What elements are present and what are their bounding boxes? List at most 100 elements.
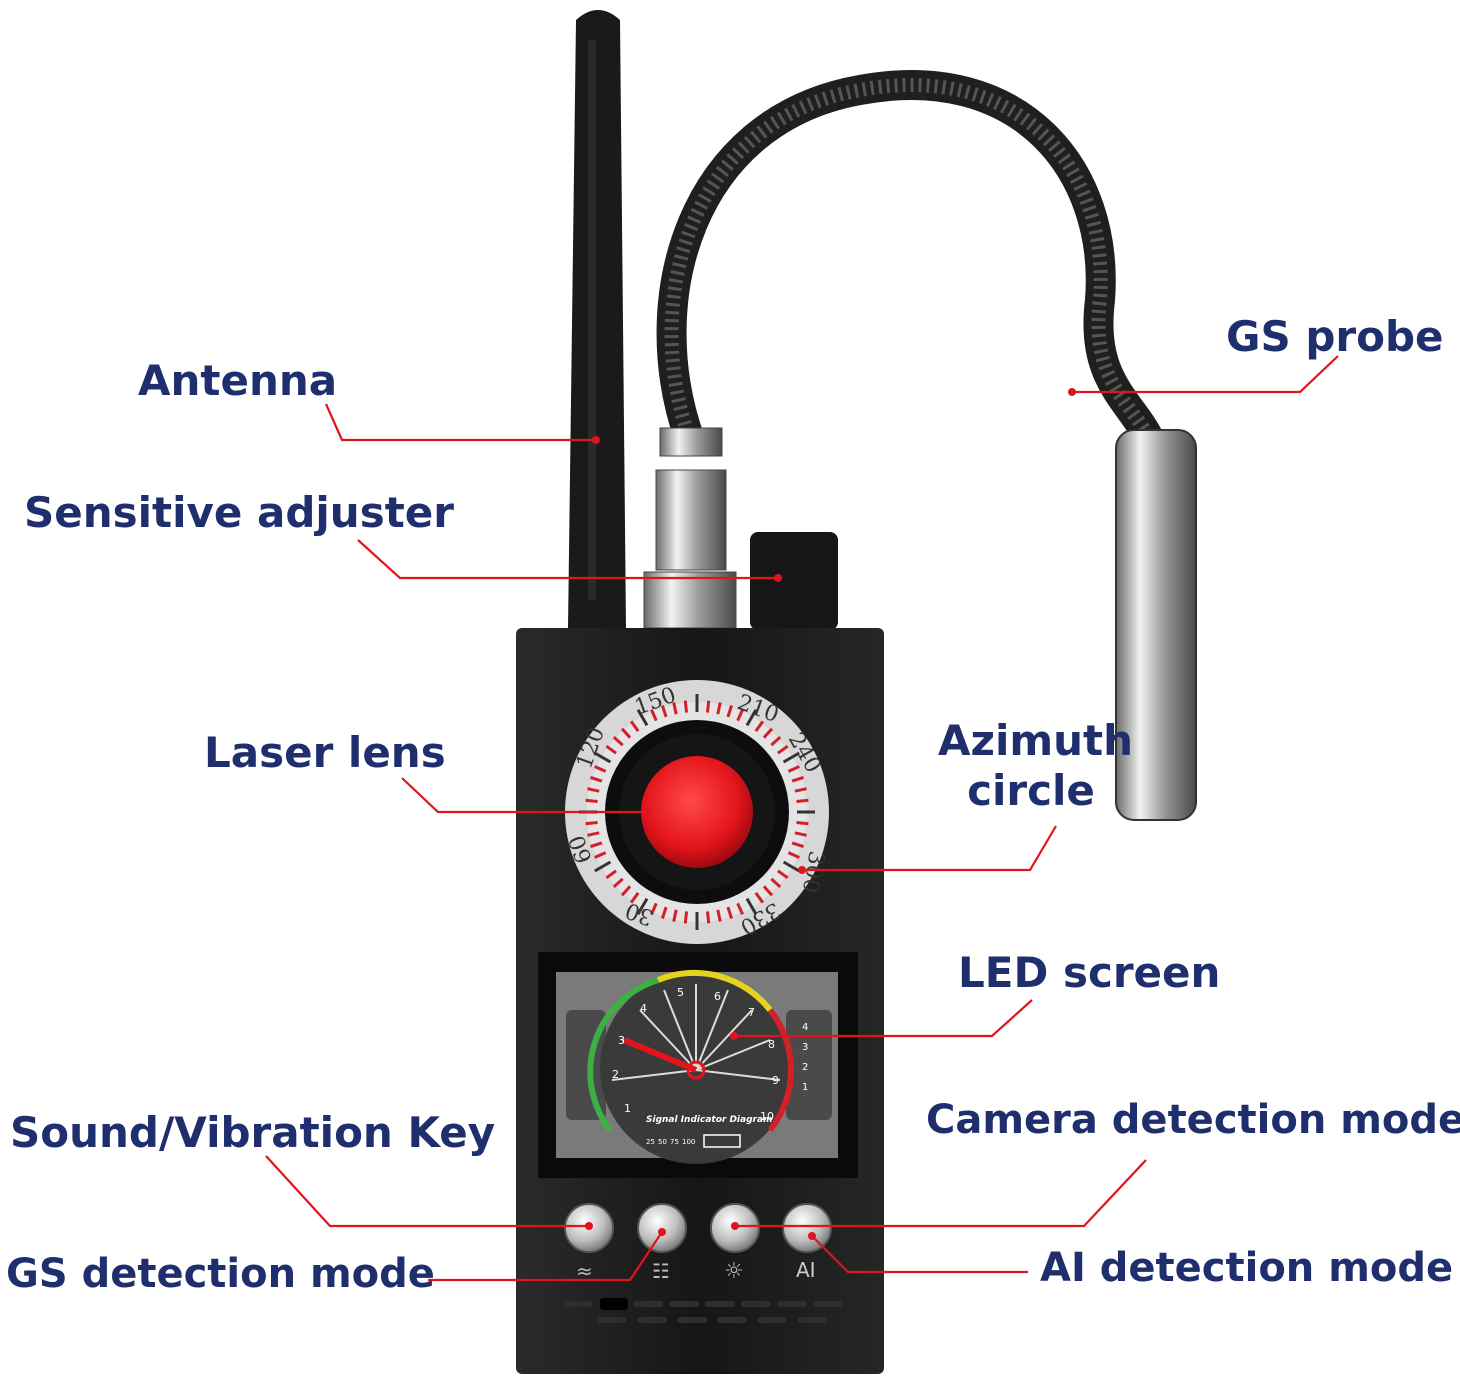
azimuth-tick — [620, 885, 632, 897]
azimuth-tick — [587, 787, 600, 793]
led-screen-label: LED screen — [958, 948, 1221, 997]
azimuth-circle: 150 210 240 120 60 300 30 330 — [565, 680, 829, 944]
diagram-title: Signal Indicator Diagram — [646, 1115, 772, 1125]
azimuth-tick — [590, 775, 603, 783]
azimuth-tick — [612, 877, 624, 889]
gauge-number: 8 — [768, 1038, 775, 1051]
azimuth-tick — [736, 902, 744, 915]
laser-lens-leader — [401, 777, 646, 814]
gauge-needle — [622, 1037, 698, 1073]
connector — [643, 427, 737, 629]
azimuth-tick — [770, 735, 782, 747]
sun-icon: ☼ — [724, 1259, 744, 1284]
laser-lens — [641, 756, 753, 868]
gs-probe — [656, 70, 1197, 821]
azimuth-tick — [629, 720, 640, 732]
bar-level: 4 — [802, 1022, 808, 1033]
azimuth-line-2: circle — [967, 766, 1095, 816]
azimuth-tick — [796, 820, 809, 826]
gauge-number: 10 — [760, 1110, 774, 1123]
azimuth-tick — [787, 765, 800, 773]
azimuth-tick — [745, 709, 758, 727]
azimuth-tick — [762, 727, 774, 739]
azimuth-tick — [791, 775, 804, 783]
laser-lens-label: Laser lens — [204, 728, 446, 777]
scale-value: 75 — [670, 1138, 679, 1146]
azimuth-tick — [787, 851, 800, 859]
bar-level: 3 — [802, 1042, 808, 1053]
azimuth-tick — [705, 911, 711, 924]
antenna-label: Antenna — [138, 356, 338, 405]
azimuth-tick — [683, 700, 689, 713]
azimuth-tick — [636, 709, 649, 727]
gauge-number: 3 — [618, 1034, 625, 1047]
azimuth-tick — [716, 702, 722, 715]
sound-vibration-leader — [265, 1155, 589, 1228]
azimuth-circle-label: Azimuth circle — [938, 716, 1133, 817]
azimuth-tick — [585, 798, 598, 804]
azimuth-tick — [650, 902, 658, 915]
azimuth-tick — [782, 860, 800, 873]
azimuth-tick — [745, 897, 758, 915]
azimuth-line-1: Azimuth — [938, 716, 1133, 765]
azimuth-tick — [594, 765, 607, 773]
gauge-number: 7 — [748, 1006, 755, 1019]
azimuth-tick — [660, 705, 668, 718]
speaker-grille — [563, 1301, 843, 1323]
gauge-number: 6 — [714, 990, 721, 1003]
gs-probe-leader — [1072, 355, 1339, 394]
camera-detection-leader — [735, 1159, 1147, 1228]
scale-value: 25 — [646, 1138, 655, 1146]
ai-detection-button[interactable] — [782, 1203, 832, 1253]
ai-detection-leader — [811, 1235, 1028, 1274]
azimuth-tick — [605, 869, 617, 880]
azimuth-tick — [636, 897, 649, 915]
led-screen: 1 2 3 4 5 6 7 8 9 10 Signal Indicator Di… — [538, 952, 858, 1178]
charge-port — [600, 1298, 628, 1310]
gauge-number: 9 — [772, 1074, 779, 1087]
sound-vibration-label: Sound/Vibration Key — [10, 1108, 496, 1157]
sensitive-adjuster-leader — [357, 539, 778, 580]
leader-lines — [265, 355, 1339, 1282]
adjuster-knob[interactable] — [750, 532, 838, 630]
azimuth-tick — [770, 877, 782, 889]
ai-button-label: AI — [796, 1258, 816, 1282]
azimuth-tick — [705, 700, 711, 713]
azimuth-tick — [672, 702, 678, 715]
azimuth-tick — [612, 735, 624, 747]
gauge-number: 1 — [624, 1102, 631, 1115]
azimuth-tick — [672, 909, 678, 922]
gauge-number: 4 — [640, 1002, 647, 1015]
azimuth-leader — [802, 825, 1057, 872]
azimuth-tick — [754, 720, 765, 732]
camera-detection-label: Camera detection mode — [926, 1097, 1460, 1143]
azimuth-tick — [594, 751, 612, 764]
azimuth-tick — [777, 869, 789, 880]
azimuth-tick — [782, 751, 800, 764]
azimuth-tick — [683, 911, 689, 924]
buttons-row: ≈ ☷ ☼ AI — [564, 1203, 832, 1284]
gauge-number: 5 — [677, 986, 684, 999]
bar-level: 2 — [802, 1062, 808, 1073]
vibration-icon: ≈ — [576, 1259, 593, 1283]
led-screen-leader — [734, 999, 1033, 1038]
azimuth-tick — [736, 709, 744, 722]
antenna-leader — [324, 403, 596, 442]
azimuth-tick — [594, 860, 612, 873]
scale-value: 100 — [682, 1138, 695, 1146]
azimuth-tick — [716, 909, 722, 922]
gauge-number: 2 — [612, 1068, 619, 1081]
azimuth-tick — [629, 892, 640, 904]
azimuth-tick — [791, 841, 804, 849]
azimuth-tick — [605, 744, 617, 755]
bug-icon: ☷ — [652, 1259, 670, 1283]
gs-detection-leader — [428, 1231, 663, 1282]
azimuth-tick — [794, 787, 807, 793]
scale-value: 50 — [658, 1138, 667, 1146]
azimuth-tick — [762, 885, 774, 897]
azimuth-tick — [587, 831, 600, 837]
azimuth-tick — [590, 841, 603, 849]
ai-detection-label: AI detection mode — [1040, 1245, 1454, 1291]
azimuth-tick — [620, 727, 632, 739]
